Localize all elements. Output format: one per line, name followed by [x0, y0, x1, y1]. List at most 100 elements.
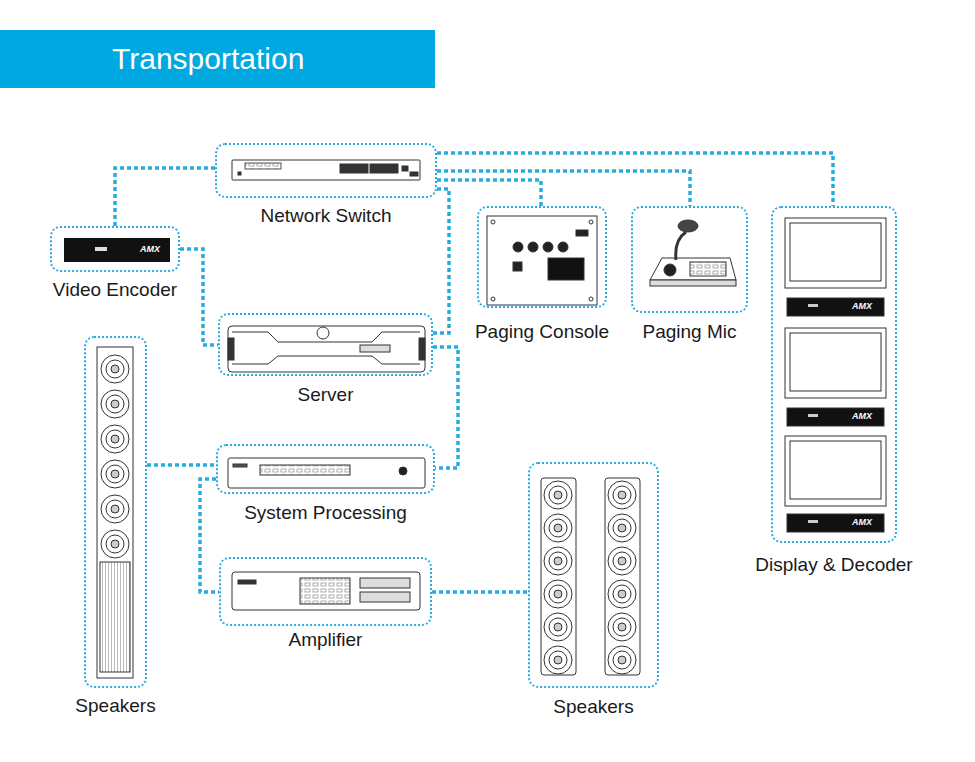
- server-device: [419, 338, 425, 360]
- speaker-driver: [101, 355, 129, 383]
- speaker-driver: [111, 400, 119, 408]
- paging-mic-device: [650, 258, 736, 280]
- switch-device: [238, 172, 241, 175]
- speaker-driver: [618, 623, 626, 631]
- speaker-driver: [549, 519, 567, 537]
- device-label: Speakers: [553, 696, 633, 718]
- device-box: Display & Decoder: [771, 206, 897, 543]
- display-decoder-device: [808, 304, 818, 307]
- display-decoder-device: [785, 218, 886, 532]
- speaker-driver: [106, 465, 124, 483]
- speaker-driver: [544, 514, 572, 542]
- speaker-driver: [554, 524, 562, 532]
- paging-console-device: [487, 216, 597, 305]
- speaker-driver: [613, 552, 631, 570]
- speaker-driver: [554, 623, 562, 631]
- speaker-driver: [111, 540, 119, 548]
- speaker-driver: [554, 656, 562, 664]
- server-device: [228, 326, 425, 372]
- amplifier-device: [232, 572, 420, 610]
- speaker-driver: [106, 500, 124, 518]
- speaker-driver: [554, 491, 562, 499]
- display-decoder-device: [787, 298, 884, 316]
- paging-mic-device: [676, 232, 686, 260]
- paging-mic-device: [650, 220, 736, 286]
- network-link: [115, 168, 215, 226]
- speaker-driver: [111, 365, 119, 373]
- device-box: Paging Console: [477, 206, 607, 308]
- device-label: Video Encoder: [53, 279, 177, 301]
- speaker-driver: [111, 435, 119, 443]
- column-speaker-pair: [605, 478, 640, 675]
- speaker-driver: [106, 395, 124, 413]
- device-box: Video Encoder: [50, 226, 180, 272]
- server-device: [228, 326, 425, 372]
- network-link: [437, 153, 833, 206]
- system-processor-device: [228, 458, 425, 488]
- network-link: [432, 590, 528, 594]
- display-decoder-device: [785, 328, 886, 398]
- paging-console-device: [487, 216, 597, 305]
- device-label: Paging Console: [475, 321, 609, 343]
- paging-console-device: [589, 220, 593, 224]
- paging-console-device: [528, 242, 538, 252]
- network-link: [433, 189, 449, 333]
- encoder-device: [64, 238, 170, 262]
- encoder-device: [95, 247, 107, 251]
- speaker-driver: [608, 646, 636, 674]
- device-label: System Processing: [244, 502, 407, 524]
- device-box: Paging Mic: [631, 206, 748, 313]
- column-speaker-pair: [541, 478, 576, 675]
- paging-console-device: [513, 242, 523, 252]
- paging-console-device: [491, 297, 495, 301]
- speaker-driver: [544, 646, 572, 674]
- device-label: Display & Decoder: [755, 554, 912, 576]
- switch-device: [370, 164, 398, 173]
- speaker-driver: [613, 486, 631, 504]
- system-processor-device: [399, 467, 407, 475]
- network-link: [437, 180, 541, 206]
- brand-logo: AMX: [852, 411, 872, 422]
- display-decoder-device: [808, 414, 818, 417]
- brand-logo: AMX: [852, 517, 872, 528]
- network-link: [180, 249, 218, 345]
- speaker-driver: [544, 481, 572, 509]
- column-speaker: [97, 347, 133, 678]
- paging-console-device: [558, 242, 568, 252]
- speaker-driver: [111, 505, 119, 513]
- speaker-driver: [608, 481, 636, 509]
- paging-console-device: [548, 258, 584, 280]
- speaker-driver: [608, 613, 636, 641]
- title-banner: Transportation: [0, 30, 435, 88]
- server-device: [228, 338, 234, 360]
- speaker-driver: [608, 514, 636, 542]
- speaker-driver: [618, 590, 626, 598]
- network-link: [147, 463, 216, 467]
- speaker-driver: [618, 491, 626, 499]
- speaker-driver: [544, 547, 572, 575]
- switch-device: [402, 166, 408, 171]
- speaker-driver: [608, 580, 636, 608]
- paging-console-device: [589, 297, 593, 301]
- speaker-driver: [101, 355, 636, 674]
- speaker-driver: [101, 390, 129, 418]
- network-link: [433, 347, 458, 468]
- speaker-driver: [618, 524, 626, 532]
- server-device: [317, 327, 329, 339]
- speaker-driver: [101, 425, 129, 453]
- network-link: [437, 171, 690, 206]
- display-decoder-device: [790, 223, 881, 281]
- speaker-driver: [613, 618, 631, 636]
- speaker-driver: [618, 557, 626, 565]
- speaker-driver: [106, 535, 124, 553]
- system-processor-device: [233, 464, 247, 467]
- speaker-driver: [111, 470, 119, 478]
- paging-console-device: [576, 230, 588, 236]
- switch-device: [245, 163, 281, 169]
- speaker-driver: [613, 519, 631, 537]
- server-device: [232, 356, 420, 364]
- device-label: Network Switch: [261, 205, 392, 227]
- display-decoder-device: [790, 441, 881, 499]
- paging-mic-device: [690, 262, 726, 276]
- column-speaker: [100, 562, 130, 672]
